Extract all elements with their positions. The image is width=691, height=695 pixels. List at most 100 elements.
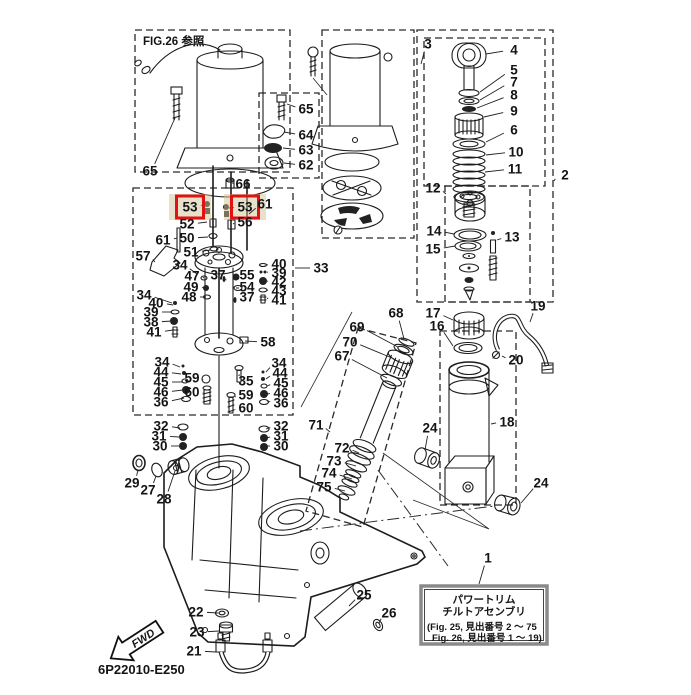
leader-line — [496, 238, 502, 241]
leader-line — [283, 131, 296, 135]
leader-line — [420, 51, 425, 65]
grommet-63 — [264, 143, 282, 153]
part-callout-74: 74 — [321, 466, 337, 481]
seal-column-right2 — [258, 370, 270, 406]
part-callout-9: 9 — [510, 104, 518, 119]
gasket-plate-2 — [320, 202, 384, 230]
part-callout-38: 38 — [143, 315, 159, 330]
leader-line — [173, 237, 178, 240]
ring-29 — [132, 454, 146, 472]
part-callout-2: 2 — [561, 168, 569, 183]
part-callout-44: 44 — [153, 365, 169, 380]
leader-line — [265, 367, 271, 373]
leader-line — [244, 340, 258, 343]
ring-75 — [337, 485, 356, 496]
pin-61 — [176, 227, 181, 253]
pump-assembly — [149, 165, 270, 414]
selected-part-highlight[interactable] — [175, 194, 205, 220]
leader-line — [501, 355, 506, 359]
drawing-code: 6P22010-E250 — [98, 662, 185, 677]
part-callout-12: 12 — [425, 181, 440, 196]
leader-line — [201, 249, 211, 252]
ring-73 — [345, 460, 368, 473]
part-callout-59: 59 — [238, 388, 253, 403]
leader-line — [485, 152, 506, 156]
part-callout-27: 27 — [140, 483, 155, 498]
pipe-19 — [492, 313, 554, 374]
leader-line — [485, 50, 504, 55]
ram-assembly — [451, 42, 487, 218]
part-37b — [233, 297, 237, 303]
trim-cylinder-assembly — [414, 311, 554, 516]
leader-line — [232, 222, 235, 225]
part-callout-3: 3 — [424, 37, 432, 52]
part-callout-55: 55 — [239, 268, 255, 283]
gasket-64 — [262, 124, 286, 139]
part-callout-26: 26 — [381, 606, 397, 621]
bracket-57 — [149, 245, 181, 277]
part-callout-28: 28 — [156, 492, 172, 507]
motor1-bracket — [176, 147, 284, 169]
leader-line — [197, 221, 208, 224]
assembly-info-box: パワートリム チルトアセンブリ (Fig. 25, 見出番号 2 ～ 75 Fi… — [419, 584, 549, 646]
part-callout-44: 44 — [272, 366, 288, 381]
motor1-assembly — [134, 43, 284, 198]
leader-line — [172, 363, 181, 368]
spring-10 — [452, 149, 486, 194]
part-callout-11: 11 — [508, 162, 523, 177]
leader-line — [136, 469, 139, 476]
part-callout-34: 34 — [154, 355, 170, 370]
construction-lines — [299, 311, 495, 567]
leader-line — [476, 97, 504, 109]
leader-line — [265, 375, 271, 380]
part-callout-8: 8 — [510, 88, 518, 103]
part-callout-25: 25 — [356, 588, 372, 603]
leader-line — [202, 276, 205, 279]
cable-terminal — [134, 59, 142, 67]
leader-line — [266, 384, 271, 387]
leader-line — [443, 245, 456, 249]
part-callout-7: 7 — [510, 75, 518, 90]
leader-line — [483, 112, 504, 118]
part-callout-13: 13 — [504, 230, 520, 245]
motor2-box — [321, 29, 415, 239]
pump-lower-plate — [194, 332, 249, 356]
leader-line — [166, 303, 174, 306]
washer-column-right — [258, 262, 268, 304]
leader-line — [529, 313, 534, 323]
part-callout-71: 71 — [308, 418, 324, 433]
washer-68 — [398, 337, 415, 347]
ring-69 — [393, 343, 414, 356]
part-callout-24: 24 — [422, 421, 438, 436]
part-callout-48: 48 — [181, 290, 197, 305]
part-callout-46: 46 — [153, 385, 169, 400]
part-callout-24: 24 — [533, 476, 549, 491]
part-54 — [233, 284, 243, 292]
leader-line — [189, 268, 198, 275]
bolt — [307, 46, 328, 96]
cylinder-assembly-box — [416, 29, 554, 303]
small-parts-box — [258, 92, 320, 179]
ram-eye — [456, 42, 482, 68]
part-callout-31: 31 — [151, 429, 167, 444]
tube-25 — [313, 582, 368, 632]
part-callout-49: 49 — [183, 280, 198, 295]
leader-line — [339, 474, 353, 480]
part-callout-54: 54 — [239, 280, 255, 295]
motor2-bracket — [311, 125, 399, 152]
ring-26 — [372, 618, 384, 632]
part-callout-17: 17 — [425, 306, 440, 321]
part-callout-20: 20 — [508, 353, 523, 368]
part-callout-42: 42 — [271, 275, 286, 290]
motor1-cable — [149, 43, 221, 74]
part-callout-21: 21 — [186, 644, 202, 659]
leader-line — [161, 320, 173, 323]
leader-line — [484, 169, 505, 173]
part-callout-62: 62 — [298, 158, 313, 173]
part-52 — [209, 218, 217, 228]
part-callout-70: 70 — [342, 335, 357, 350]
selected-part-highlight[interactable] — [230, 194, 260, 220]
part-callout-35: 35 — [238, 374, 254, 389]
